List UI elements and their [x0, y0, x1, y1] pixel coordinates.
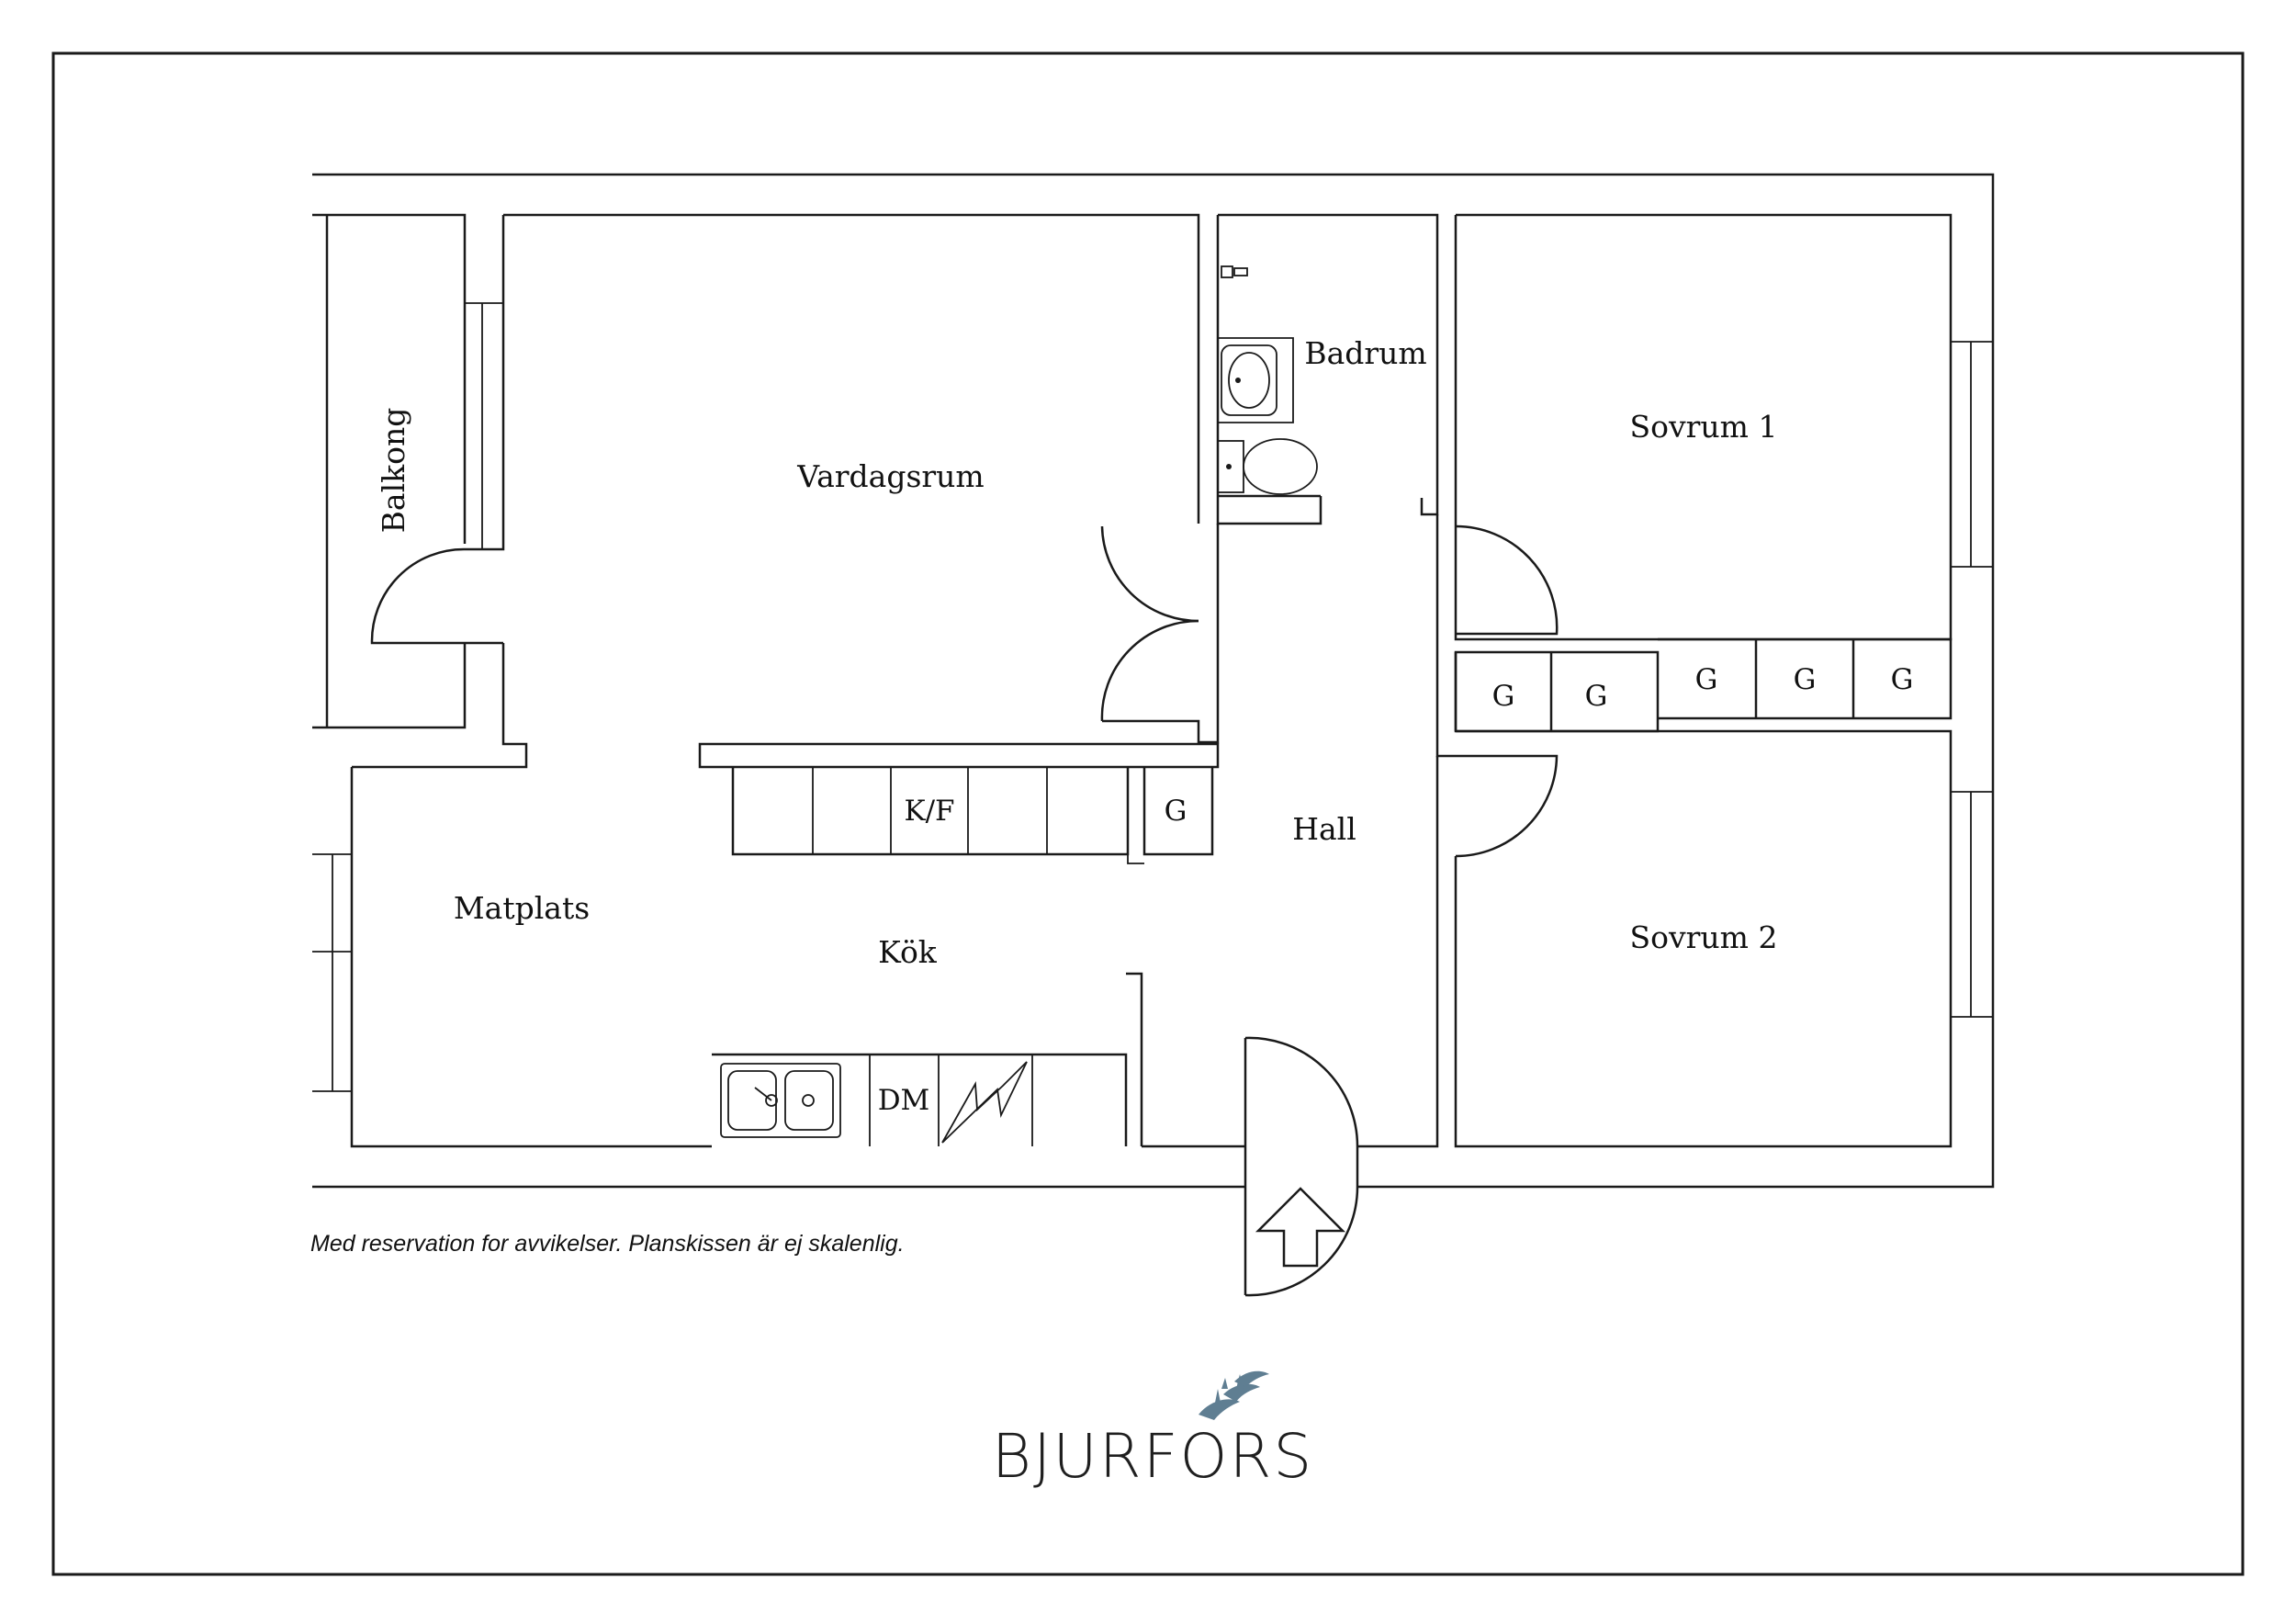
balcony	[312, 213, 504, 729]
toilet-icon	[1217, 438, 1318, 495]
room-label-kok: Kök	[878, 934, 938, 970]
wardrobe-label-hall: G	[1165, 795, 1187, 828]
wardrobe-label: G	[1695, 663, 1718, 696]
kitchen-counter	[712, 972, 1245, 1148]
brand-name: BJURFORS	[992, 1421, 1314, 1492]
page-frame	[51, 51, 2245, 1576]
disclaimer: Med reservation for avvikelser. Planskis…	[310, 1231, 905, 1257]
dishwasher-label: DM	[878, 1084, 930, 1117]
wardrobe-label: G	[1492, 680, 1515, 713]
wardrobe-label: G	[1794, 663, 1817, 696]
shower-icon	[1221, 265, 1248, 278]
room-label-vardagsrum: Vardagsrum	[796, 458, 984, 494]
room-label-sovrum-2: Sovrum 2	[1630, 919, 1778, 955]
room-label-balkong: Balkong	[376, 408, 411, 534]
living-room-walls	[352, 213, 1200, 769]
kitchen-cabinets	[698, 742, 1220, 864]
outer-walls	[312, 173, 1995, 1189]
wardrobe-label: G	[1585, 680, 1608, 713]
bathroom	[1216, 213, 1439, 525]
kitchen-sink-icon	[720, 1063, 841, 1138]
fridge-freezer-label: K/F	[904, 795, 954, 828]
room-label-badrum: Badrum	[1304, 335, 1426, 371]
dining-window	[312, 853, 352, 1092]
wardrobe-label: G	[1891, 663, 1914, 696]
hall-doors	[1100, 524, 1559, 858]
entrance-arrow-icon	[1255, 1187, 1346, 1268]
bedroom-2	[1357, 729, 1993, 1148]
room-label-sovrum-1: Sovrum 1	[1630, 409, 1778, 445]
room-label-hall: Hall	[1292, 811, 1356, 847]
bird-logo-icon	[1199, 1370, 1269, 1420]
room-label-matplats: Matplats	[454, 890, 590, 926]
sink-icon	[1221, 344, 1277, 416]
entrance-door	[1244, 1036, 1359, 1297]
stove-icon	[941, 1061, 1028, 1144]
